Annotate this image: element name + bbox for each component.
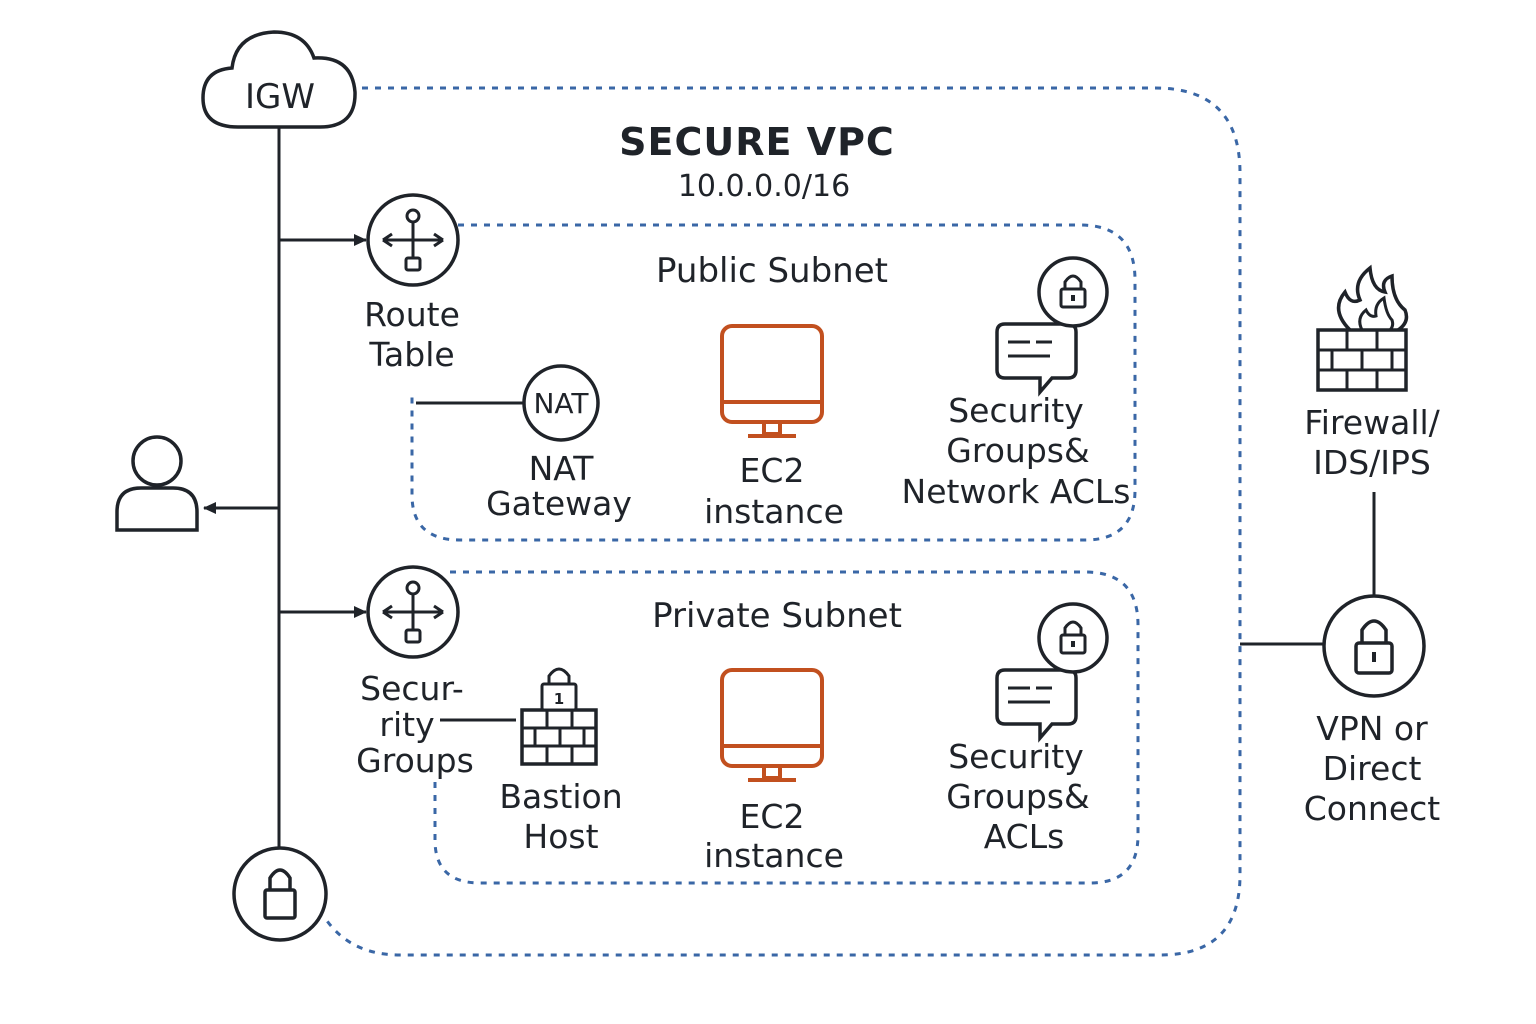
vpn-lock-icon bbox=[1322, 594, 1426, 698]
bottom-lock-icon bbox=[232, 846, 328, 942]
private-security-label-1: Security bbox=[948, 737, 1084, 776]
private-security-chat-icon bbox=[995, 668, 1078, 743]
nat-badge-icon bbox=[522, 364, 600, 442]
private-subnet-title: Private Subnet bbox=[652, 596, 902, 636]
private-security-label-2: Groups& bbox=[946, 777, 1089, 816]
nat-gateway-label-1: NAT bbox=[529, 449, 595, 488]
route-table-label-1: Route bbox=[364, 295, 460, 334]
bastion-lock-icon bbox=[540, 667, 578, 712]
private-ec2-label-1: EC2 bbox=[740, 797, 805, 836]
private-routing-icon bbox=[366, 565, 460, 659]
public-ec2-monitor-icon bbox=[720, 324, 824, 438]
public-ec2-label-2: instance bbox=[704, 492, 844, 531]
firewall-label-1: Firewall/ bbox=[1304, 403, 1440, 442]
vpc-cidr: 10.0.0.0/16 bbox=[678, 169, 850, 204]
vpc-title: SECURE VPC bbox=[619, 120, 895, 164]
bastion-label-1: Bastion bbox=[499, 777, 622, 816]
public-ec2-label-1: EC2 bbox=[740, 451, 805, 490]
public-security-chat-icon bbox=[995, 322, 1078, 397]
vpn-label-3: Connect bbox=[1304, 789, 1441, 828]
vpn-label-1: VPN or bbox=[1316, 709, 1428, 748]
igw-label: IGW bbox=[245, 77, 315, 117]
private-security-lock-icon bbox=[1037, 602, 1109, 674]
nat-gateway-label-2: Gateway bbox=[486, 484, 632, 523]
private-subnet-boundary bbox=[433, 570, 1140, 885]
private-ec2-label-2: instance bbox=[704, 836, 844, 875]
bastion-firewall-icon bbox=[520, 708, 598, 766]
bastion-badge: 1 bbox=[554, 690, 564, 708]
public-security-label-3: Network ACLs bbox=[902, 472, 1131, 511]
route-table-icon bbox=[366, 193, 460, 287]
public-security-label-2: Groups& bbox=[946, 431, 1089, 470]
security-groups-label-3: Groups bbox=[356, 741, 474, 780]
firewall-label-2: IDS/IPS bbox=[1313, 443, 1431, 482]
route-table-label-2: Table bbox=[368, 335, 454, 374]
firewall-icon bbox=[1316, 264, 1409, 392]
bastion-label-2: Host bbox=[523, 817, 598, 856]
security-groups-label-1: Secur- bbox=[360, 669, 464, 708]
security-groups-label-2: rity bbox=[379, 705, 434, 744]
user-icon bbox=[115, 435, 199, 532]
nat-badge-label: NAT bbox=[533, 387, 589, 420]
public-security-lock-icon bbox=[1037, 256, 1109, 328]
vpc-boundary bbox=[323, 86, 1242, 957]
public-subnet-boundary bbox=[410, 223, 1137, 542]
public-security-label-1: Security bbox=[948, 391, 1084, 430]
public-subnet-title: Public Subnet bbox=[656, 251, 888, 291]
vpn-label-2: Direct bbox=[1323, 749, 1422, 788]
private-ec2-monitor-icon bbox=[720, 668, 824, 782]
igw-cloud-icon bbox=[201, 30, 357, 129]
private-security-label-3: ACLs bbox=[984, 817, 1065, 856]
